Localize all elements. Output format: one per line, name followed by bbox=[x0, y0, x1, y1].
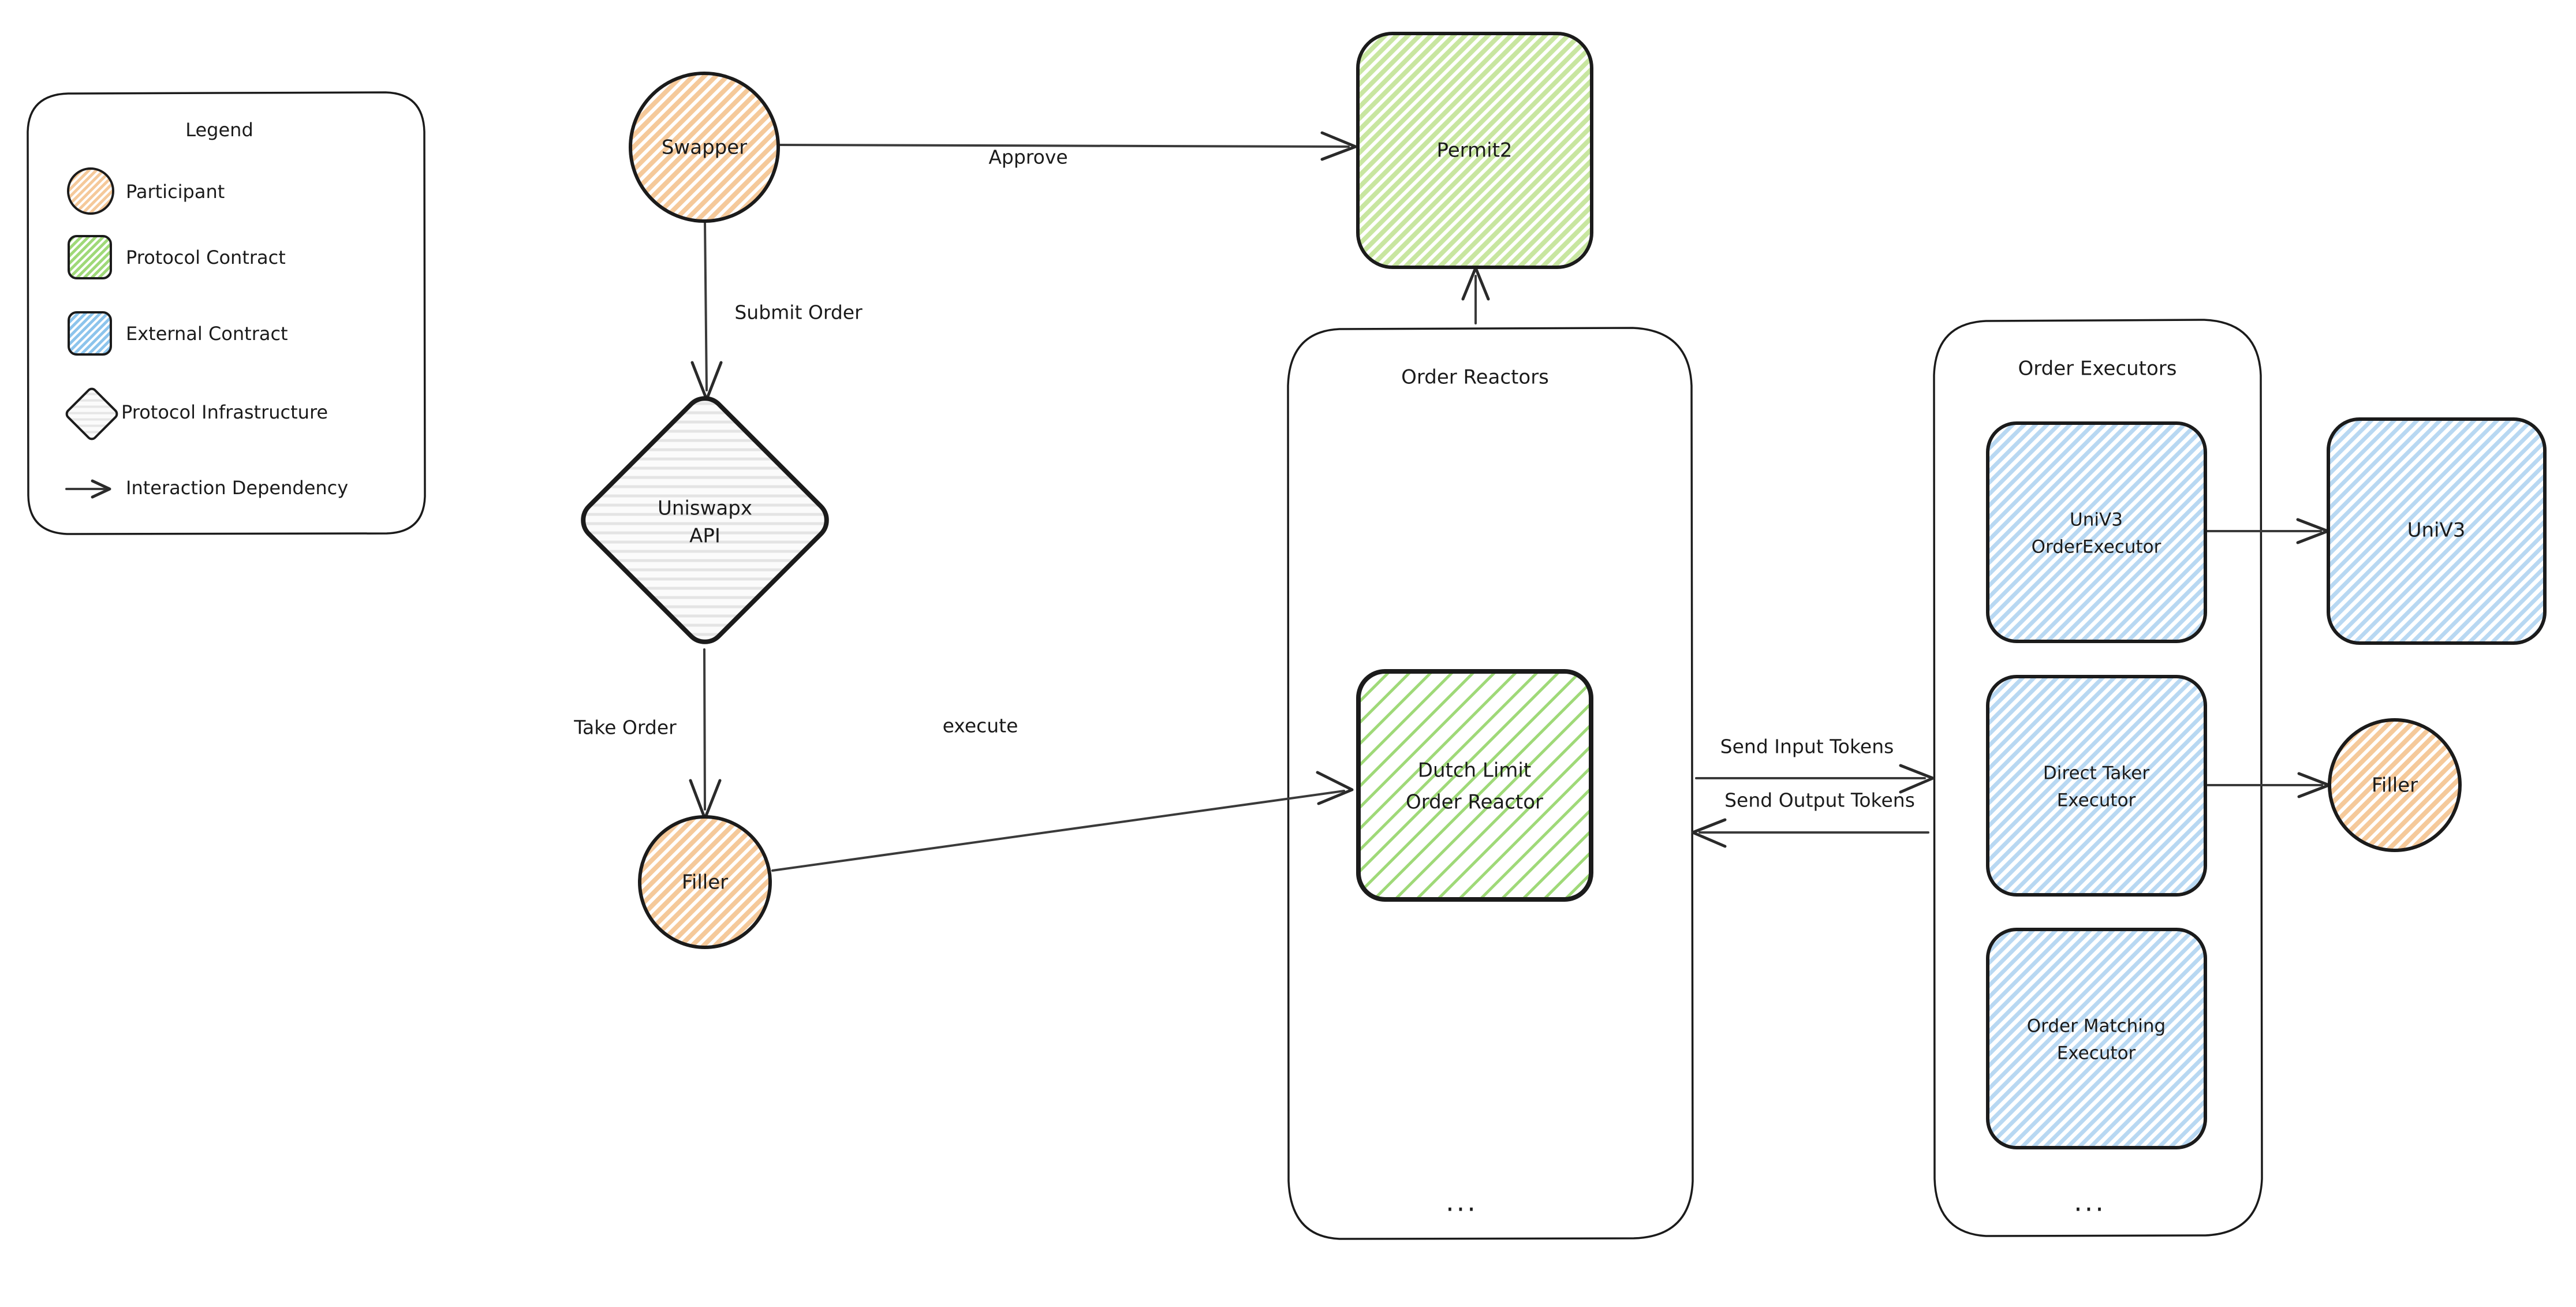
univ3-shape[interactable] bbox=[2327, 417, 2547, 645]
order-matching-executor-label-line2: Executor bbox=[2057, 1043, 2136, 1064]
edge-submit-order: Submit Order bbox=[690, 221, 863, 401]
uniswapx-api-shape[interactable] bbox=[575, 390, 835, 650]
edge-label-send-input-tokens: Send Input Tokens bbox=[1720, 735, 1894, 758]
legend-label-protocol-contract: Protocol Contract bbox=[126, 247, 286, 268]
direct-taker-executor-label-line2: Executor bbox=[2057, 790, 2136, 811]
swapper-label: Swapper bbox=[662, 136, 747, 159]
edge-execute: execute bbox=[771, 715, 1354, 872]
legend-label-protocol-infrastructure: Protocol Infrastructure bbox=[121, 401, 328, 423]
order-executors-title: Order Executors bbox=[2018, 357, 2177, 380]
edge-label-submit-order: Submit Order bbox=[734, 301, 863, 324]
filler-right-label: Filler bbox=[2372, 774, 2418, 797]
legend-item-protocol-infrastructure: Protocol Infrastructure bbox=[65, 387, 328, 440]
filler-left-label: Filler bbox=[682, 871, 728, 894]
swapper-shape[interactable] bbox=[629, 72, 780, 223]
node-order-matching-executor[interactable]: Order Matching Executor bbox=[1986, 928, 2207, 1149]
univ3-order-executor-label-line2: OrderExecutor bbox=[2032, 537, 2161, 558]
edge-take-order: Take Order bbox=[573, 648, 722, 820]
order-reactors-title: Order Reactors bbox=[1401, 366, 1549, 389]
univ3-order-executor-label-line1: UniV3 bbox=[2070, 510, 2123, 531]
dutch-limit-label-line2: Order Reactor bbox=[1406, 791, 1543, 814]
node-permit2[interactable]: Permit2 bbox=[1356, 32, 1593, 269]
edge-label-approve: Approve bbox=[988, 146, 1067, 169]
node-uniswapx-api[interactable]: Uniswapx API bbox=[575, 390, 835, 650]
edge-label-send-output-tokens: Send Output Tokens bbox=[1724, 789, 1915, 812]
uniswapx-api-label-line2: API bbox=[689, 525, 720, 548]
edge-approve: Approve bbox=[779, 131, 1357, 169]
dutch-limit-label-line1: Dutch Limit bbox=[1418, 759, 1531, 782]
protocol-infrastructure-swatch bbox=[65, 387, 118, 440]
node-univ3[interactable]: UniV3 bbox=[2327, 417, 2547, 645]
edge-label-take-order: Take Order bbox=[573, 716, 677, 739]
univ3-order-executor-shape[interactable] bbox=[1986, 421, 2207, 643]
node-direct-taker-executor[interactable]: Direct Taker Executor bbox=[1986, 675, 2207, 897]
protocol-contract-swatch bbox=[68, 235, 112, 279]
legend-item-protocol-contract: Protocol Contract bbox=[68, 235, 286, 279]
edge-reactors-to-permit2 bbox=[1461, 266, 1490, 324]
node-dutch-limit-order-reactor[interactable]: Dutch Limit Order Reactor bbox=[1356, 669, 1593, 902]
permit2-label: Permit2 bbox=[1436, 139, 1512, 162]
dutch-limit-order-reactor-shape[interactable] bbox=[1356, 669, 1593, 902]
legend-item-participant: Participant bbox=[67, 167, 225, 215]
legend-panel: Legend Participant Protocol Contract Ext… bbox=[27, 91, 426, 535]
legend-title: Legend bbox=[185, 119, 253, 141]
legend-box bbox=[27, 91, 426, 535]
legend-label-participant: Participant bbox=[126, 181, 225, 203]
direct-taker-executor-label-line1: Direct Taker bbox=[2043, 763, 2149, 784]
edge-send-output-tokens: Send Output Tokens bbox=[1691, 789, 1929, 848]
filler-left-shape[interactable] bbox=[638, 815, 772, 949]
legend-label-external-contract: External Contract bbox=[126, 323, 288, 345]
direct-taker-executor-shape[interactable] bbox=[1986, 675, 2207, 897]
edge-label-execute: execute bbox=[943, 715, 1018, 737]
interaction-dependency-arrow bbox=[65, 479, 111, 499]
node-swapper[interactable]: Swapper bbox=[629, 72, 780, 223]
edge-send-input-tokens: Send Input Tokens bbox=[1695, 735, 1935, 794]
legend-label-interaction-dependency: Interaction Dependency bbox=[126, 477, 348, 499]
univ3-label: UniV3 bbox=[2407, 519, 2466, 542]
node-univ3-order-executor[interactable]: UniV3 OrderExecutor bbox=[1986, 421, 2207, 643]
node-filler-right[interactable]: Filler bbox=[2328, 718, 2462, 852]
participant-swatch bbox=[67, 167, 114, 215]
order-executors-ellipsis: ... bbox=[2074, 1186, 2106, 1218]
order-reactors-ellipsis: ... bbox=[1446, 1186, 1478, 1218]
uniswapx-api-label-line1: Uniswapx bbox=[658, 497, 752, 520]
legend-item-interaction-dependency: Interaction Dependency bbox=[65, 477, 348, 499]
legend-item-external-contract: External Contract bbox=[68, 311, 288, 356]
order-matching-executor-shape[interactable] bbox=[1986, 928, 2207, 1149]
node-filler-left[interactable]: Filler bbox=[638, 815, 772, 949]
permit2-shape[interactable] bbox=[1356, 32, 1593, 269]
filler-right-shape[interactable] bbox=[2328, 718, 2462, 852]
external-contract-swatch bbox=[68, 311, 112, 356]
order-matching-executor-label-line1: Order Matching bbox=[2027, 1016, 2166, 1037]
